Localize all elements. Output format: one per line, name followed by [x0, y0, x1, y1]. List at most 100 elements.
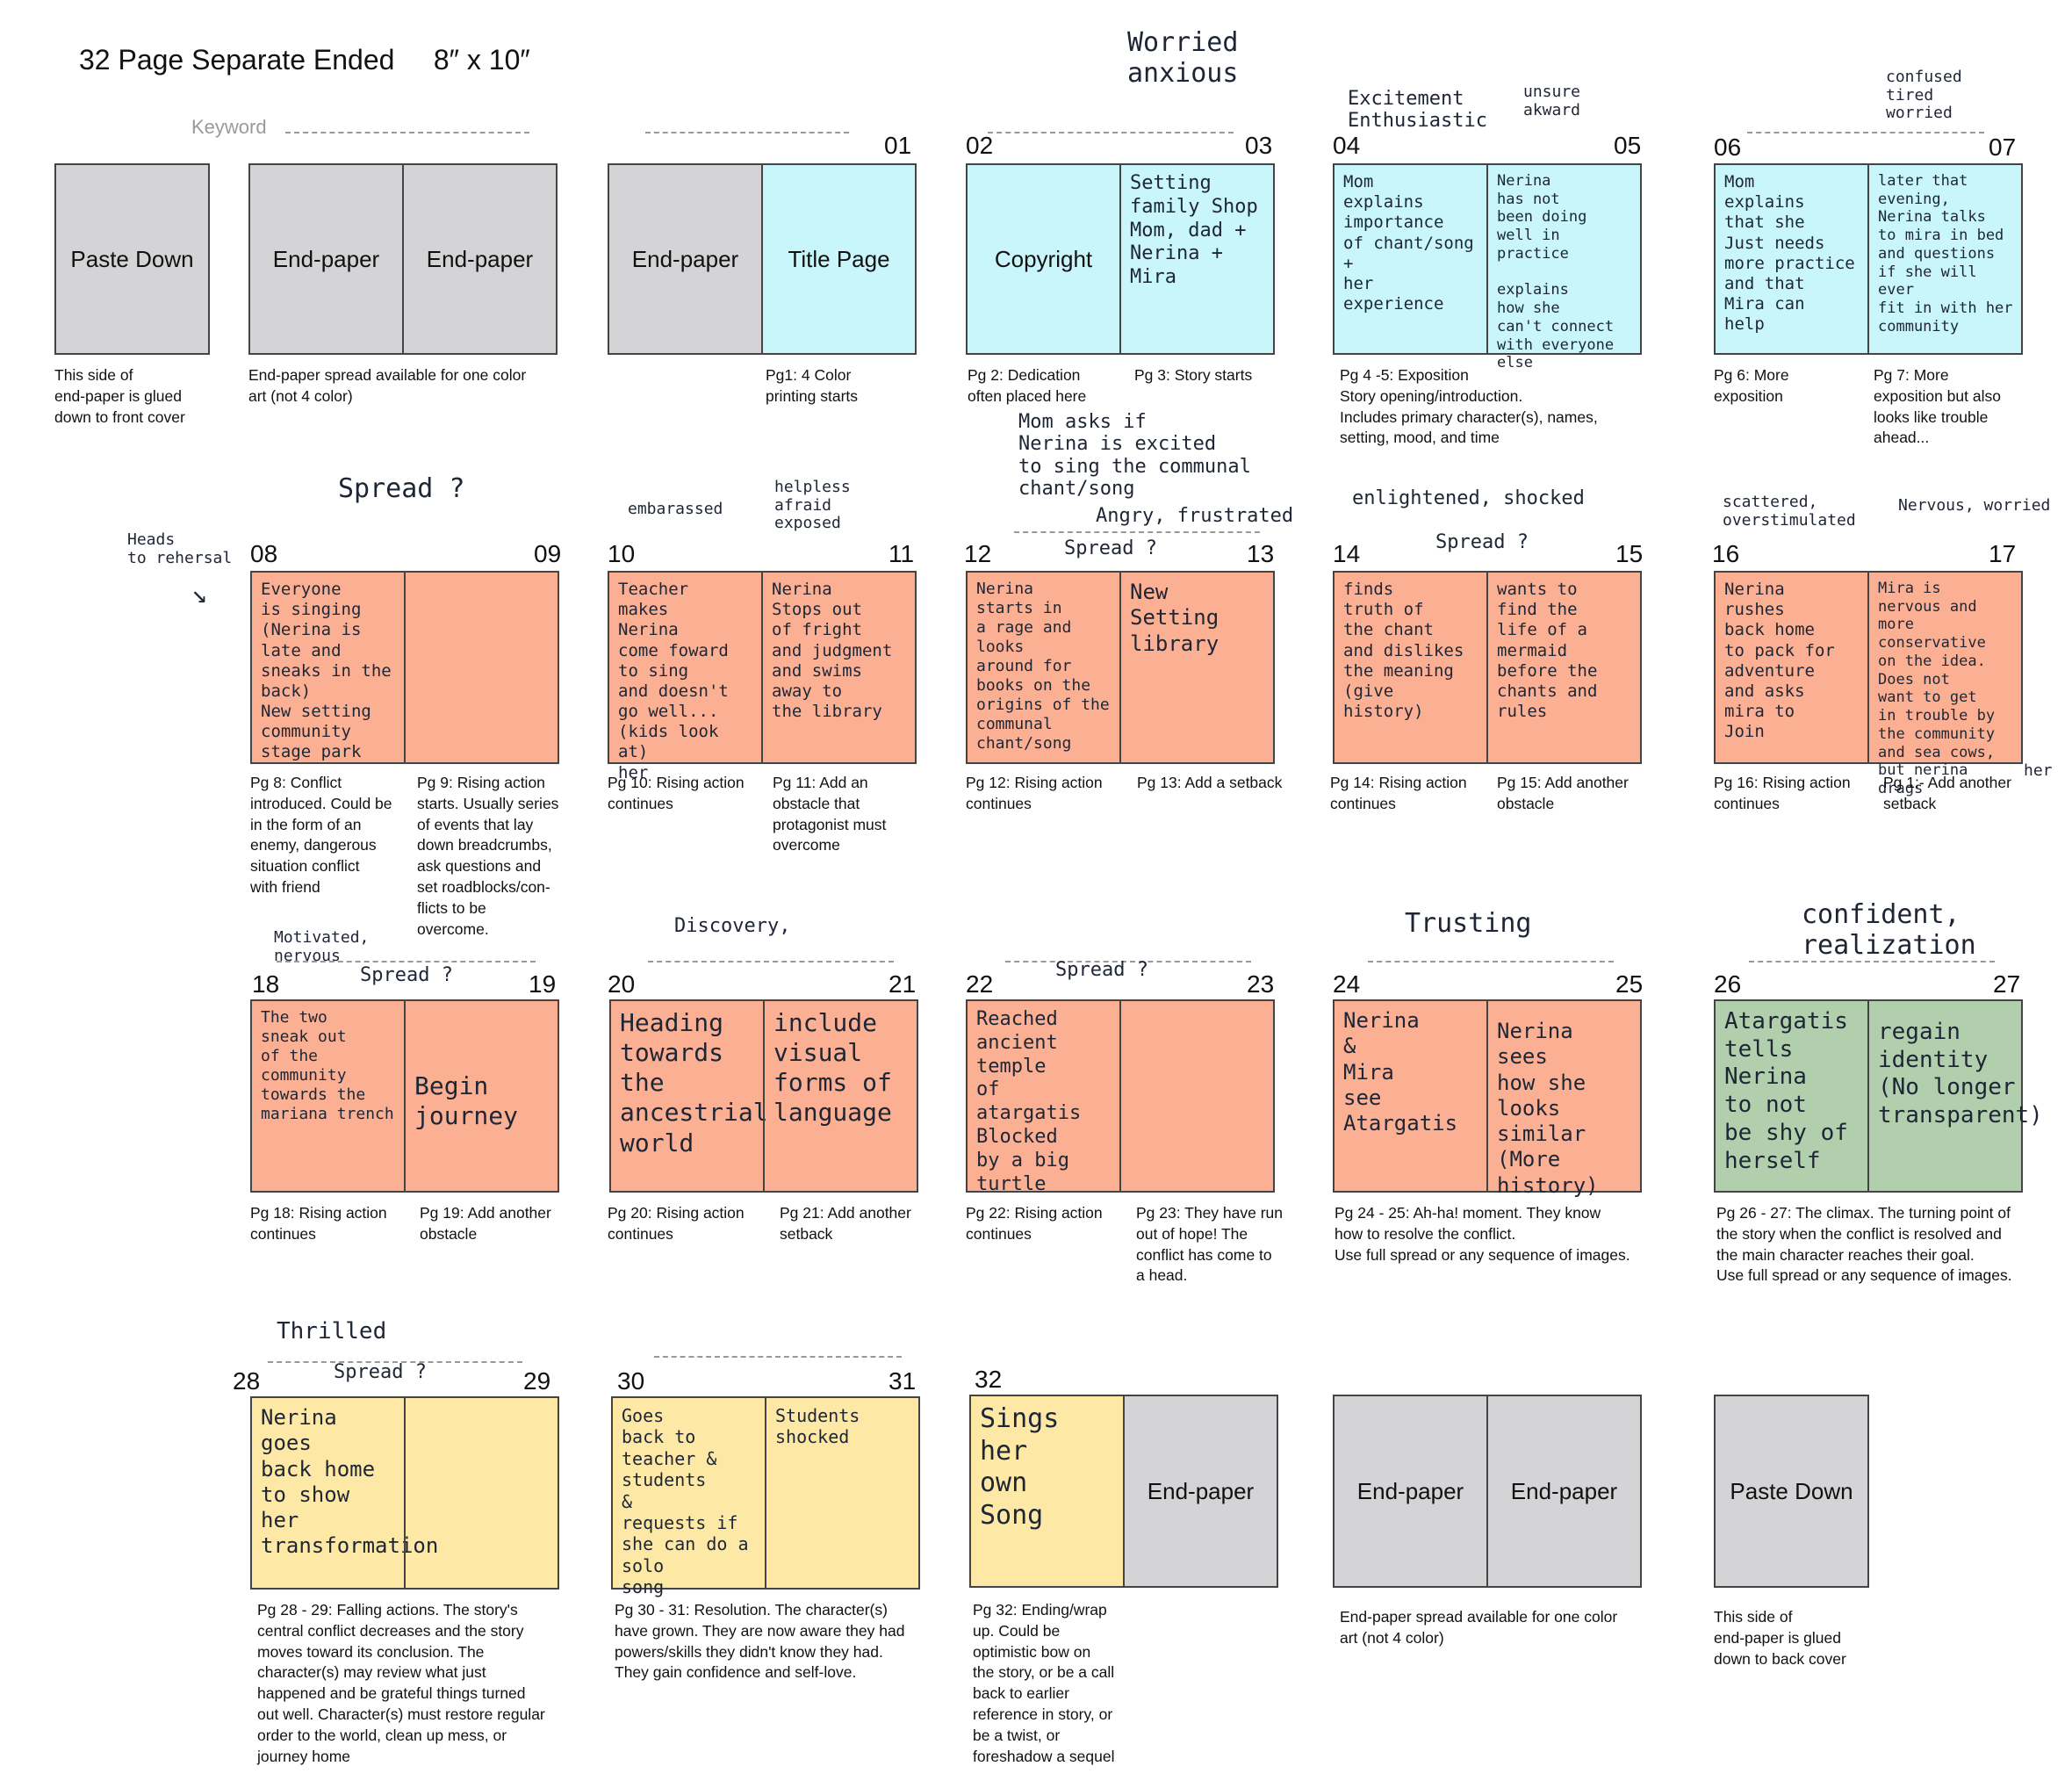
caption-p20: Pg 20: Rising action continues: [608, 1204, 745, 1243]
endpaper-label: End-paper: [1510, 1477, 1618, 1504]
caption-p16: Pg 16: Rising action continues: [1714, 774, 1851, 812]
annotation-confident: confident, realization: [1802, 899, 1976, 961]
caption-p22: Pg 22: Rising action continues: [966, 1204, 1103, 1243]
note-p25: Nerina sees how she looks similar (More …: [1497, 1019, 1599, 1198]
keyword-line: [268, 1361, 522, 1363]
annotation-embarassed: embarassed: [628, 500, 723, 518]
spread-endpaper-title: End-paper Title Page: [608, 163, 917, 355]
note-p13: New Setting library: [1130, 580, 1219, 656]
note-p7: later that evening, Nerina talks to mira…: [1878, 172, 2013, 335]
page-number: 16: [1712, 540, 1740, 567]
page-number: 17: [1989, 540, 2017, 567]
note-p16: Nerina rushes back home to pack for adve…: [1724, 580, 1835, 742]
keyword-line: [277, 961, 536, 962]
arrow-icon: ↘: [191, 579, 208, 609]
note-p18: The two sneak out of the community towar…: [261, 1008, 394, 1123]
annotation-trusting: Trusting: [1405, 908, 1532, 939]
spread-10-11: Teacher makes Nerina come foward to sing…: [608, 571, 917, 782]
page-number: 30: [617, 1367, 645, 1395]
page-number: 19: [529, 970, 557, 998]
page-number: 18: [252, 970, 280, 998]
note-p31: Students shocked: [775, 1405, 860, 1448]
spread-24-25: Nerina & Mira see Atargatis Nerina sees …: [1333, 999, 1642, 1198]
annotation-helpless: helpless afraid exposed: [774, 478, 851, 533]
caption-p8: Pg 8: Conflict introduced. Could be in t…: [250, 774, 392, 896]
page-number: 06: [1714, 133, 1742, 161]
page-number: 23: [1247, 970, 1275, 998]
page-title: 32 Page Separate Ended 8″ x 10″: [79, 44, 530, 76]
endpaper-label: End-paper: [1147, 1477, 1255, 1504]
annotation-enlightened: enlightened, shocked: [1352, 487, 1585, 509]
caption-p28-29: Pg 28 - 29: Falling actions. The story's…: [257, 1601, 545, 1765]
annotation-mom-asks: Mom asks if Nerina is excited to sing th…: [1018, 411, 1251, 500]
note-p28: Nerina goes back home to show her transf…: [261, 1405, 439, 1559]
caption-p3: Pg 3: Story starts: [1134, 366, 1253, 384]
note-p19: Begin journey: [414, 1071, 519, 1131]
page-number: 24: [1333, 970, 1361, 998]
annotation-spread: Spread ?: [360, 964, 453, 986]
page-number: 12: [964, 540, 992, 567]
caption-p32: Pg 32: Ending/wrap up. Could be optimist…: [973, 1601, 1115, 1765]
note-p14: finds truth of the chant and dislikes th…: [1343, 580, 1464, 722]
keyword-line: [1749, 961, 1995, 962]
caption-endpaper-front: End-paper spread available for one color…: [248, 366, 527, 405]
note-p10: Teacher makes Nerina come foward to sing…: [618, 580, 729, 782]
spread-26-27: Atargatis tells Nerina to not be shy of …: [1714, 999, 2043, 1193]
keyword-label: Keyword: [191, 116, 267, 138]
endpaper-label: End-paper: [272, 245, 380, 272]
keyword-line: [645, 132, 849, 133]
note-p4: Mom explains importance of chant/song + …: [1343, 172, 1474, 314]
caption-p30-31: Pg 30 - 31: Resolution. The character(s)…: [615, 1601, 905, 1682]
paste-down-front: Paste Down: [54, 163, 210, 355]
page-number: 31: [889, 1367, 917, 1395]
paste-down-label: Paste Down: [1730, 1477, 1853, 1504]
note-p32: Sings her own Song: [980, 1403, 1060, 1531]
keyword-line: [1368, 961, 1614, 962]
annotation-confused: confused tired worried: [1886, 68, 1962, 123]
page-number: 11: [889, 540, 915, 567]
note-p20: Heading towards the ancestrial world: [620, 1008, 768, 1157]
keyword-line: [1747, 132, 1984, 133]
spread-06-07: Mom explains that she Just needs more pr…: [1714, 163, 2023, 355]
annotation-nervous-worried: Nervous, worried: [1898, 496, 2051, 515]
note-p15: wants to find the life of a mermaid befo…: [1497, 580, 1598, 722]
spread-02-03: Copyright Setting family Shop Mom, dad +…: [966, 163, 1275, 355]
caption-p6: Pg 6: More exposition: [1714, 366, 1789, 405]
annotation-excitement: Excitement Enthusiastic: [1348, 88, 1487, 133]
caption-paste-down-front: This side of end-paper is glued down to …: [54, 366, 185, 426]
caption-p12: Pg 12: Rising action continues: [966, 774, 1103, 812]
page-number: 02: [966, 132, 994, 159]
spread-20-21: Heading towards the ancestrial world inc…: [609, 999, 918, 1193]
page-number: 07: [1989, 133, 2017, 161]
spread-14-15: finds truth of the chant and dislikes th…: [1333, 571, 1642, 764]
spread-04-05: Mom explains importance of chant/song + …: [1333, 163, 1642, 371]
caption-p2: Pg 2: Dedication often placed here: [968, 366, 1087, 405]
annotation-spread: Spread ?: [338, 473, 465, 504]
page-number: 15: [1615, 540, 1644, 567]
page-number: 05: [1614, 132, 1642, 159]
page-number: 27: [1993, 970, 2021, 998]
annotation-spread: Spread ?: [1055, 959, 1148, 981]
page-number: 28: [233, 1367, 261, 1395]
caption-p10: Pg 10: Rising action continues: [608, 774, 745, 812]
endpaper-label: End-paper: [1356, 1477, 1464, 1504]
note-p27: regain identity (No longer transparent): [1878, 1019, 2043, 1129]
note-p22: Reached ancient temple of atargatis Bloc…: [976, 1008, 1082, 1195]
paste-down-back: Paste Down: [1714, 1395, 1869, 1588]
page-number: 10: [608, 540, 636, 567]
endpaper-front-spread: End-paper End-paper: [248, 163, 558, 355]
page-number: 08: [250, 540, 278, 567]
spread-16-17: Nerina rushes back home to pack for adve…: [1714, 571, 2023, 797]
title-page-label: Title Page: [788, 245, 890, 272]
caption-p13: Pg 13: Add a setback: [1137, 774, 1283, 791]
spread-22-23: Reached ancient temple of atargatis Bloc…: [966, 999, 1275, 1195]
page-number: 25: [1615, 970, 1644, 998]
spread-32-endpaper: Sings her own Song End-paper: [969, 1395, 1278, 1588]
copyright-label: Copyright: [994, 245, 1093, 272]
note-p5: Nerina has not been doing well in practi…: [1497, 172, 1615, 372]
caption-p14: Pg 14: Rising action continues: [1330, 774, 1467, 812]
caption-p11: Pg 11: Add an obstacle that protagonist …: [773, 774, 887, 854]
caption-p19: Pg 19: Add another obstacle: [420, 1204, 551, 1243]
keyword-line: [1014, 531, 1260, 533]
note-p30: Goes back to teacher & students & reques…: [622, 1405, 749, 1598]
